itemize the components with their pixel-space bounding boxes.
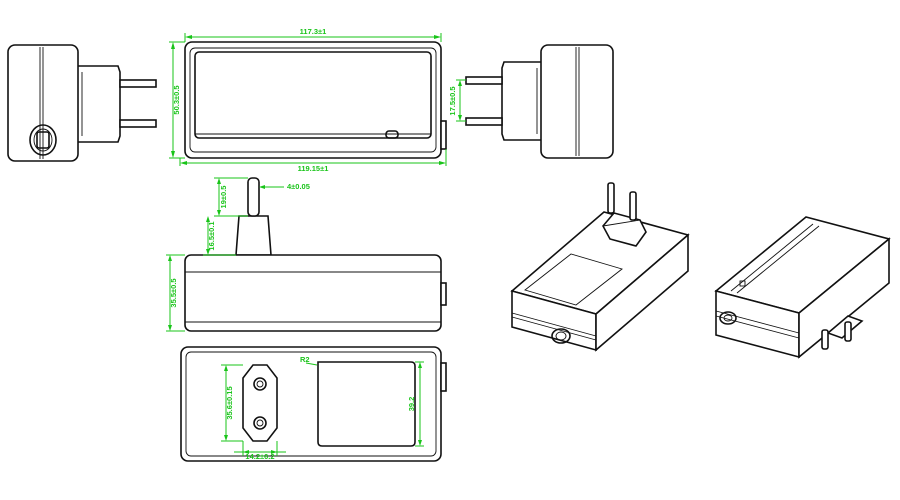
isometric-view-plug-top: [510, 182, 690, 352]
plug-offset-dim: 17.5±0.5: [448, 86, 457, 115]
front-view: 117.3±1 119.15±1 50.3±0.5: [169, 27, 447, 173]
side-body-height-dim: 35.5±0.5: [169, 278, 178, 307]
left-side-view: [7, 44, 157, 162]
socket-width-dim: 14.2±0.2: [245, 452, 274, 461]
top-width-dim: 117.3±1: [300, 27, 327, 36]
plug-base-height-dim: 16.5±0.1: [207, 221, 216, 250]
isometric-view-plug-bottom: [714, 216, 891, 359]
pin-length-dim: 19±0.5: [219, 186, 228, 209]
label-area: [317, 361, 416, 447]
dc-socket-icon: [29, 124, 57, 156]
bottom-width-dim: 119.15±1: [298, 164, 329, 173]
plug-socket-outline: [242, 364, 278, 442]
socket-height-dim: 35.6±0.15: [225, 386, 234, 419]
back-view: R2 35.6±0.15 14.2±0.2 39.2: [180, 346, 447, 462]
pin-diameter-dim: 4±0.05: [287, 182, 310, 191]
led-indicator: [385, 130, 399, 139]
top-view: 19±0.5 4±0.05 16.5±0.1 35.5±0.5: [166, 177, 447, 332]
label-corner-dim: R2: [300, 355, 310, 364]
label-height-dim: 39.2: [407, 397, 416, 412]
right-side-view: 17.5±0.5: [448, 44, 614, 159]
body-height-dim: 50.3±0.5: [172, 85, 181, 114]
